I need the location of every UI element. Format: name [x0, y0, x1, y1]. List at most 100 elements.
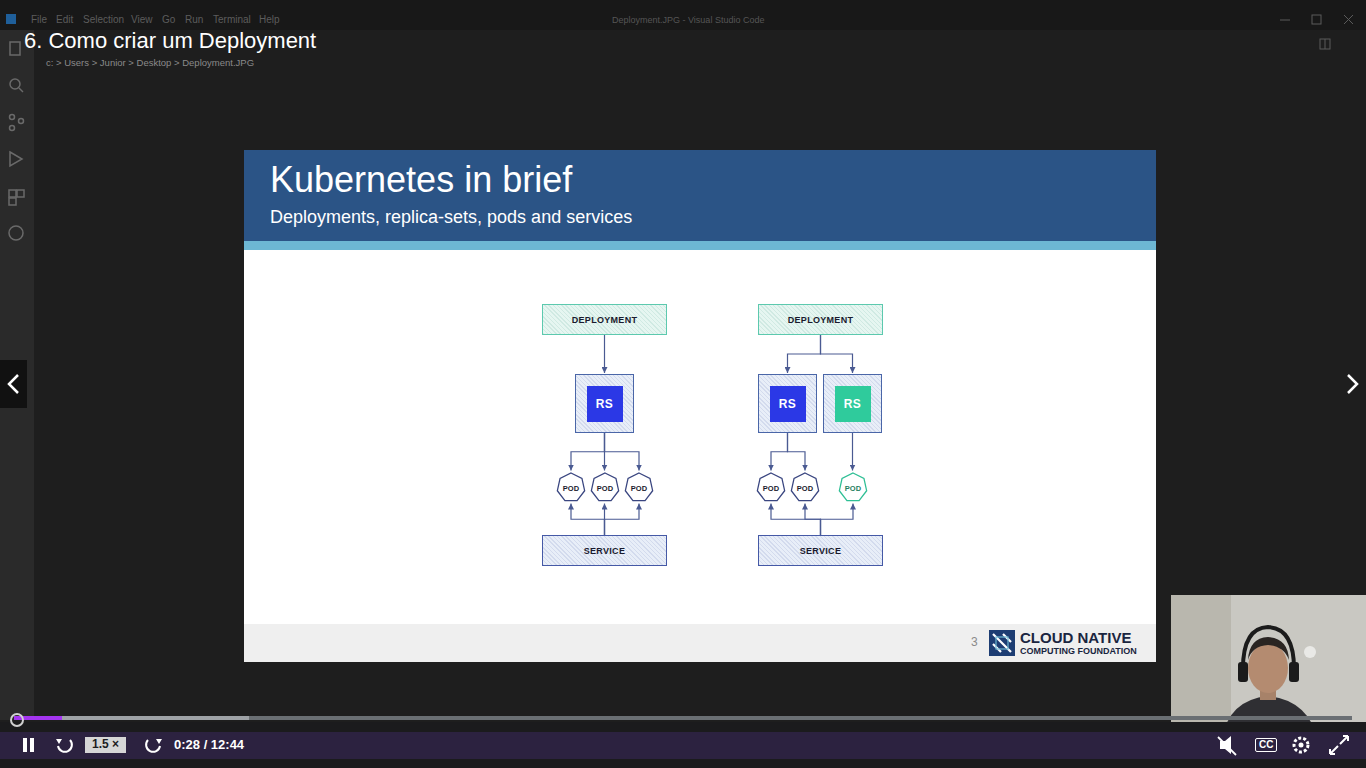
replicaset-box: RS	[823, 374, 882, 433]
progress-buffered	[14, 716, 249, 720]
pod-shape	[757, 473, 784, 501]
cncf-logo	[989, 630, 1015, 656]
split-icon	[1320, 39, 1330, 49]
pod-shape	[625, 473, 652, 501]
rewind-icon	[56, 739, 62, 744]
service-box: SERVICE	[542, 535, 667, 566]
git-icon	[10, 126, 15, 131]
slide-header	[244, 150, 1156, 242]
title-bar	[0, 0, 1366, 30]
pod-heptagon: POD	[590, 472, 620, 503]
close-icon	[1344, 15, 1353, 24]
pod-shape	[557, 473, 584, 501]
menu-item: Run	[185, 14, 203, 26]
extensions-icon	[9, 190, 16, 197]
settings-gear	[1299, 743, 1304, 748]
maximize-icon	[1312, 15, 1321, 24]
connector-arrow	[771, 433, 788, 471]
menu-item: Help	[259, 14, 280, 26]
connector-arrow	[788, 335, 821, 373]
replicaset-box: RS	[758, 374, 817, 433]
box-label: DEPLOYMENT	[788, 315, 854, 325]
menu-item: View	[131, 14, 153, 26]
webcam-earcup	[1238, 662, 1248, 682]
pod-shape	[839, 473, 866, 501]
slide-footer	[244, 624, 1156, 662]
logo-mark	[993, 634, 1011, 652]
box-label: SERVICE	[584, 546, 625, 556]
replicaset-label: RS	[587, 386, 623, 422]
pod-heptagon: POD	[624, 472, 654, 503]
box-label: DEPLOYMENT	[572, 315, 638, 325]
prev-chevron	[9, 375, 18, 393]
git-icon	[10, 115, 15, 120]
menu-item: Edit	[56, 14, 73, 26]
service-box: SERVICE	[758, 535, 883, 566]
webcam-headset	[1243, 627, 1294, 672]
connector-arrow	[571, 504, 605, 536]
video-title: 6. Como criar um Deployment	[24, 28, 316, 53]
header-strip	[244, 241, 1156, 250]
split-icon	[1325, 39, 1326, 49]
connector-arrow	[821, 335, 853, 373]
fullscreen-icon	[1330, 736, 1348, 754]
deployment-box: DEPLOYMENT	[758, 304, 883, 335]
slide-subtitle: Deployments, replica-sets, pods and serv…	[270, 207, 632, 228]
minimize-icon	[1280, 20, 1290, 21]
menu-item: Terminal	[213, 14, 251, 26]
logo-text: CLOUD NATIVE	[1020, 629, 1131, 646]
slide	[244, 150, 1156, 662]
search-icon	[10, 79, 20, 89]
pod-heptagon: POD	[790, 472, 820, 503]
pod-label: POD	[797, 484, 813, 493]
logo-mark	[996, 637, 1008, 649]
search-icon-handle	[19, 88, 23, 92]
logo-subtext: COMPUTING FOUNDATION	[1020, 646, 1137, 656]
menu-item: File	[31, 14, 47, 26]
captions-button: CC	[1255, 738, 1277, 752]
breadcrumb: c: > Users > Junior > Desktop > Deployme…	[46, 58, 254, 69]
pause-icon	[30, 738, 34, 752]
connector-arrow	[604, 335, 605, 373]
connector-arrow	[771, 504, 821, 536]
pause-icon	[23, 738, 27, 752]
replicaset-label: RS	[770, 386, 806, 422]
pod-label: POD	[845, 484, 861, 493]
prev-button	[0, 360, 27, 408]
webcam-earcup	[1289, 662, 1299, 682]
run-icon	[10, 152, 22, 166]
mute-slash	[1218, 737, 1236, 755]
slide-number: 3	[971, 636, 978, 650]
window-controls	[1280, 15, 1353, 49]
replicaset-box: RS	[575, 374, 634, 433]
window-title: Deployment.JPG - Visual Studio Code	[612, 15, 764, 25]
extensions-icon	[9, 198, 16, 205]
pod-shape	[591, 473, 618, 501]
speed-button: 1.5 ×	[85, 737, 126, 753]
webcam-hair	[1248, 637, 1289, 660]
pod-label: POD	[597, 484, 613, 493]
forward-icon	[156, 739, 162, 744]
app-icon	[6, 14, 16, 24]
pod-heptagon: POD	[756, 472, 786, 503]
remote-icon	[9, 226, 23, 240]
connector-arrow	[788, 433, 806, 471]
player-ground	[0, 722, 1366, 768]
webcam-lamp	[1304, 646, 1316, 658]
deployment-box: DEPLOYMENT	[542, 304, 667, 335]
slide-title: Kubernetes in brief	[270, 159, 572, 200]
pod-label: POD	[631, 484, 647, 493]
connector-arrow	[821, 504, 854, 536]
next-chevron	[1348, 375, 1357, 393]
connector-arrow	[852, 433, 853, 471]
connector-arrow	[805, 504, 821, 536]
control-bar	[0, 732, 1366, 759]
gear-knob	[11, 714, 23, 726]
connector-arrow	[605, 504, 640, 536]
explorer-icon	[10, 42, 20, 55]
pod-shape	[791, 473, 818, 501]
